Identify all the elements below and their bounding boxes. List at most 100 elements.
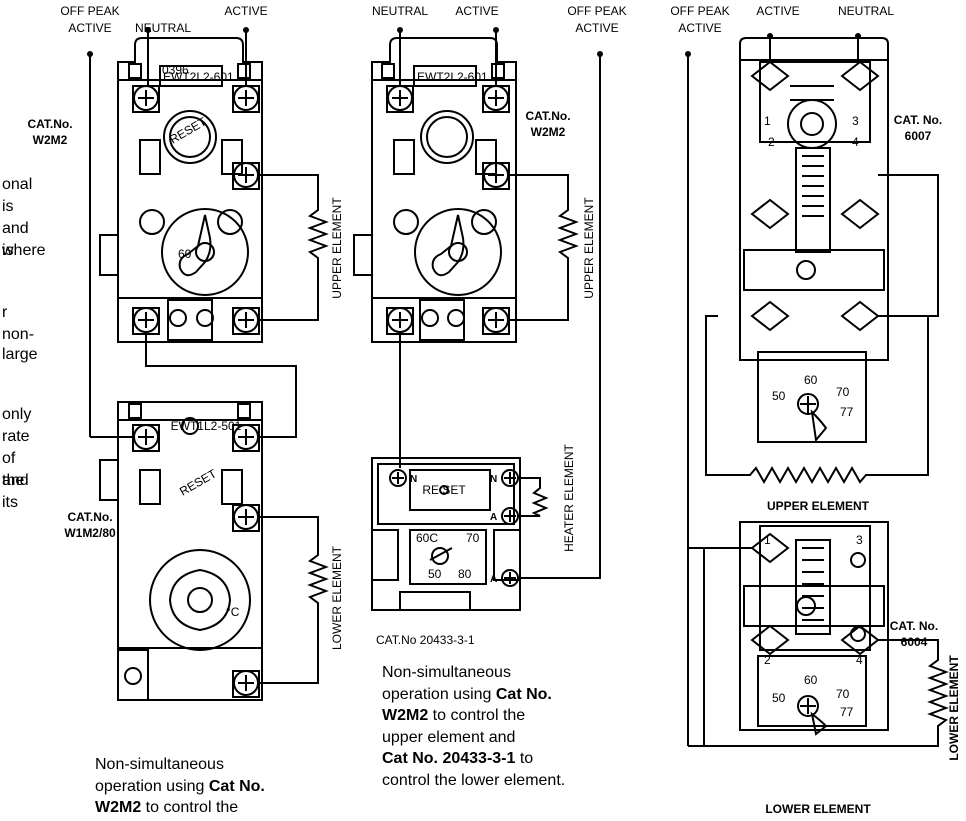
d2-dial-70: 70: [466, 531, 480, 545]
d3-side-lower-element: LOWER ELEMENT: [947, 655, 961, 761]
heater-element-resistor: [518, 477, 549, 517]
d2-term-n2: N: [490, 474, 497, 485]
d2-term-n1: N: [410, 474, 417, 485]
d1-lower-element-label: LOWER ELEMENT: [330, 545, 344, 650]
d3-t3: 3: [852, 114, 859, 128]
d3-lt1: 1: [764, 533, 771, 547]
d1-upper-reset: RESET: [167, 114, 209, 146]
left-text-line: only: [2, 406, 32, 423]
d1-caption-line3-text: to control the: [141, 799, 239, 816]
diagram2-thermostat-w2m2: [353, 37, 517, 343]
left-text-line: large: [2, 346, 38, 363]
d2-caption-line2-bold: Cat No.: [495, 685, 552, 703]
d3-offpeak-label-1: OFF PEAK: [670, 4, 729, 18]
d2-caption-line3-text: to control the: [428, 707, 526, 724]
left-text-line: is: [2, 198, 14, 215]
d1-lower-reset: RESET: [177, 466, 219, 498]
d3-lower-cat-1: CAT. No.: [890, 619, 938, 633]
upper-element-6007-resistor: [705, 315, 929, 485]
d1-caption-line2-text: operation using: [95, 777, 209, 795]
diagram3-wiring: [687, 36, 939, 747]
thermostat-6004: [739, 521, 889, 736]
d2-caption-line1: Non-simultaneous: [382, 664, 511, 681]
d2-caption-line5-text: to: [515, 750, 534, 767]
d1-lower-model: EWT1L2-501: [171, 419, 242, 433]
lower-element-6004-resistor: [703, 547, 949, 747]
d3-lower-cat-2: 6004: [901, 635, 928, 649]
d3-t2: 2: [768, 135, 775, 149]
d3-lower-dial-77: 77: [840, 705, 854, 719]
d1-offpeak-label-2: ACTIVE: [68, 21, 111, 35]
diagram2-caption: Non-simultaneous operation using Cat No.…: [382, 662, 622, 791]
diagram1-wiring: [89, 30, 297, 438]
d2-heater-element-label: HEATER ELEMENT: [562, 443, 576, 551]
d2-caption-line4: upper element and: [382, 728, 516, 746]
d2-cat-lower: CAT.No 20433-3-1: [376, 633, 475, 647]
d1-code: 0396: [162, 63, 189, 77]
d1-neutral-label: NEUTRAL: [135, 21, 191, 35]
d2-cat-2: W2M2: [531, 125, 566, 139]
d3-upper-element-label: UPPER ELEMENT: [767, 499, 870, 513]
left-text-line: of the: [2, 450, 25, 489]
d2-caption-line2-text: operation using: [382, 685, 496, 703]
d3-lower-element-label: LOWER ELEMENT: [765, 802, 871, 816]
d1-upper-element-label: UPPER ELEMENT: [330, 197, 344, 299]
d1-unit: °C: [226, 605, 240, 619]
d3-upper-dial-77: 77: [840, 405, 854, 419]
d3-lt3: 3: [856, 533, 863, 547]
d1-upper-dial-temps: 60: [178, 247, 192, 261]
d2-caption-line2: operation using Cat No.: [382, 684, 622, 706]
d2-offpeak-label-1: OFF PEAK: [567, 4, 626, 18]
diagram2-upper-resistor: [508, 174, 579, 321]
d2-upper-element-label: UPPER ELEMENT: [582, 197, 596, 299]
d3-t1: 1: [764, 114, 771, 128]
left-text-line: and is: [2, 220, 29, 259]
left-text-line: rate: [2, 428, 30, 445]
d1-offpeak-label-1: OFF PEAK: [60, 4, 119, 18]
d3-upper-dial-50: 50: [772, 389, 786, 403]
d2-reset-label: RE SET: [422, 483, 466, 497]
d3-upper-cat-1: CAT. No.: [894, 113, 942, 127]
d2-dial-60c: 60C: [416, 531, 438, 545]
d3-active-label: ACTIVE: [756, 4, 799, 18]
left-text-line: and its: [2, 472, 29, 511]
thermostat-20433: [371, 457, 521, 611]
diagram1-caption: Non-simultaneous operation using Cat No.…: [95, 754, 265, 819]
d2-caption-line3-bold: W2M2: [382, 707, 429, 724]
d2-active-label: ACTIVE: [455, 4, 498, 18]
d1-caption-line1: Non-simultaneous: [95, 756, 224, 773]
d2-dial-50: 50: [428, 567, 442, 581]
d1-upper-cat-1: CAT.No.: [27, 117, 72, 131]
d3-t4: 4: [852, 135, 859, 149]
d3-offpeak-label-2: ACTIVE: [678, 21, 721, 35]
d3-upper-dial-60: 60: [804, 373, 818, 387]
d1-lower-cat-1: CAT.No.: [67, 510, 112, 524]
d2-term-a1: A: [490, 512, 497, 523]
d3-neutral-label: NEUTRAL: [838, 4, 894, 18]
d3-upper-dial-70: 70: [836, 385, 850, 399]
diagram2-wiring: [399, 30, 601, 579]
d1-caption-line2: operation using Cat No.: [95, 776, 265, 798]
d1-upper-model: EWT2L2-601: [163, 70, 234, 84]
d2-caption-line6: control the lower element.: [382, 771, 566, 789]
d2-offpeak-label-2: ACTIVE: [575, 21, 618, 35]
d1-lower-cat-2: W1M2/80: [64, 526, 116, 540]
left-text-line: onal: [2, 176, 33, 193]
lower-thermostat-w1m2: [99, 401, 263, 701]
d2-term-a2: A: [490, 574, 497, 585]
d1-caption-line3: W2M2 to control the: [95, 797, 265, 819]
d2-cat-1: CAT.No.: [525, 109, 570, 123]
left-text-line: r non-: [2, 304, 35, 343]
d3-upper-cat-2: 6007: [905, 129, 932, 143]
d3-lt4: 4: [856, 653, 863, 667]
d2-neutral-label: NEUTRAL: [372, 4, 428, 18]
d2-model: EWT2L2-601: [417, 70, 488, 84]
d2-caption-line5: Cat No. 20433-3-1 to: [382, 748, 622, 770]
d1-caption-line2-bold: Cat No.: [208, 777, 265, 795]
lower-element-resistor: [258, 516, 329, 684]
d1-active-label: ACTIVE: [224, 4, 267, 18]
d3-lower-dial-70: 70: [836, 687, 850, 701]
d2-caption-line3: W2M2 to control the: [382, 705, 622, 727]
d1-upper-cat-2: W2M2: [33, 133, 68, 147]
